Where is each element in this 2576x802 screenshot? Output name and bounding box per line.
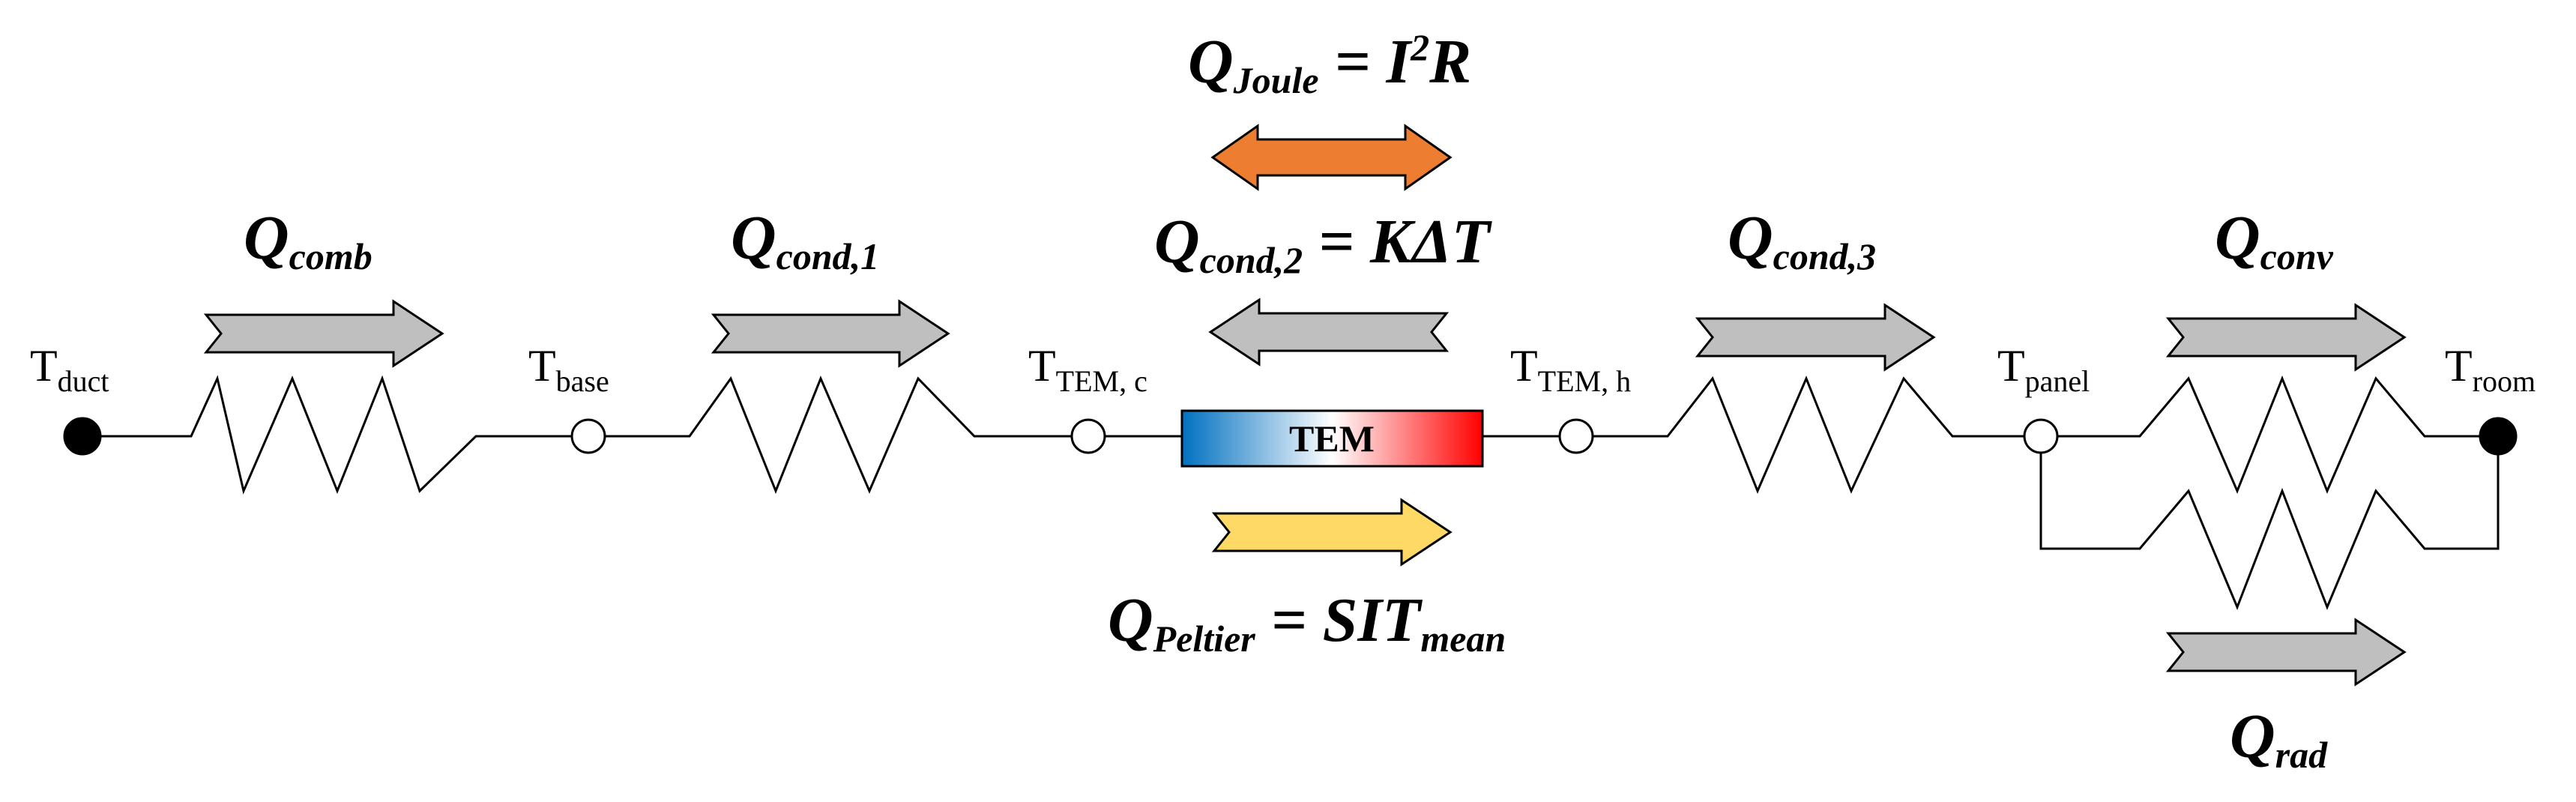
resistor-conv (2056, 375, 2481, 494)
flow-label-comb: Qcomb (244, 203, 372, 277)
node-label-tem-hot: TTEM, h (1510, 341, 1631, 398)
flow-label-joule: QJoule = I2R (1188, 26, 1471, 101)
arrow-cond2 (1208, 298, 1450, 367)
wire-temh-panel (1591, 376, 2026, 494)
node-tem-hot (1558, 418, 1594, 454)
arrow-peltier (1211, 498, 1453, 567)
arrow-conv (2165, 303, 2407, 372)
node-panel (2023, 418, 2059, 454)
arrow-cond1 (711, 299, 950, 368)
node-label-panel: Tpanel (1997, 341, 2090, 398)
node-room (2479, 417, 2518, 456)
wire-duct-base (82, 375, 573, 495)
wire-panel-room-conv (2056, 375, 2481, 494)
wire-base-temc (603, 376, 1073, 495)
arrow-rad (2165, 618, 2407, 687)
node-label-room: Troom (2445, 341, 2536, 398)
tem-block (1180, 409, 1484, 468)
arrow-joule (1210, 124, 1453, 191)
tem-module: TEM (1180, 409, 1484, 468)
arrow-comb (203, 299, 444, 368)
node-label-tem-cold: TTEM, c (1028, 341, 1147, 398)
flow-label-cond3: Qcond,3 (1728, 203, 1876, 277)
resistor-cond1 (603, 376, 1073, 495)
flow-label-conv: Qconv (2215, 203, 2334, 277)
arrow-cond3 (1695, 303, 1936, 372)
resistor-comb (82, 375, 573, 495)
flow-label-cond1: Qcond,1 (731, 203, 879, 277)
flow-label-peltier: QPeltier = SITmean (1108, 585, 1506, 660)
node-label-base: Tbase (528, 341, 609, 398)
node-tem-cold (1070, 418, 1106, 454)
flow-label-rad: Qrad (2230, 702, 2328, 776)
node-label-duct: Tduct (30, 341, 109, 398)
node-base (570, 418, 606, 454)
resistor-cond3 (1591, 376, 2026, 494)
flow-label-cond2: Qcond,2 = KΔT (1154, 207, 1493, 281)
resistor-rad (2039, 451, 2500, 611)
tem-label: TEM (1289, 417, 1375, 459)
node-duct (63, 417, 102, 456)
wire-panel-room-rad (2039, 451, 2500, 611)
